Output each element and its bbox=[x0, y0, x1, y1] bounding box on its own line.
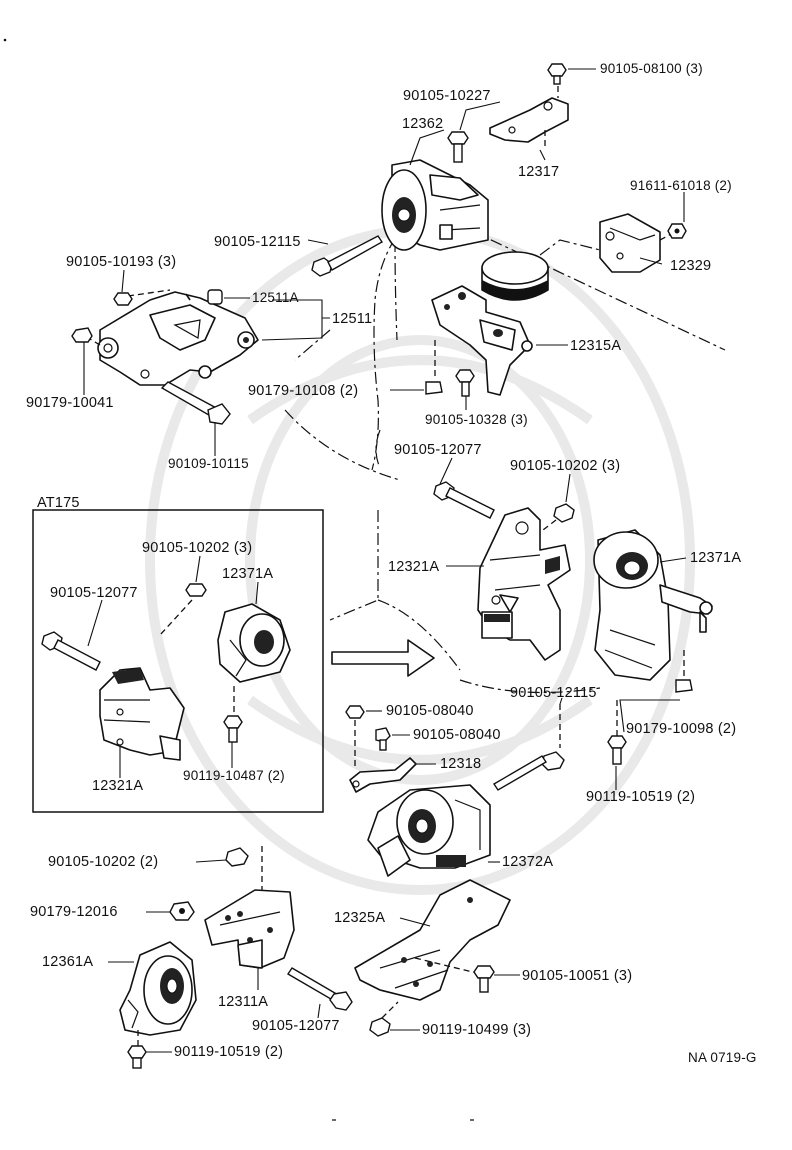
scan-dot bbox=[3, 38, 7, 42]
bolt-90105-10328 bbox=[455, 369, 475, 397]
label-90105-08040-a: 90105-08040 bbox=[386, 703, 474, 719]
nut-91611-61018 bbox=[667, 223, 687, 239]
label-90119-10499: 90119-10499 (3) bbox=[422, 1022, 531, 1038]
bolt-90119-10487 bbox=[223, 715, 243, 743]
label-90105-12077-mid: 90105-12077 bbox=[394, 442, 482, 458]
label-90179-10041: 90179-10041 bbox=[26, 395, 114, 411]
bracket-12511 bbox=[79, 289, 259, 386]
bolt-90105-08040-b bbox=[375, 727, 391, 751]
bolt-90105-10202-inset bbox=[159, 583, 207, 636]
label-12311A: 12311A bbox=[218, 994, 268, 1010]
mount-12361A bbox=[119, 941, 197, 1046]
label-90105-10202-low: 90105-10202 (2) bbox=[48, 854, 158, 870]
nut-90179-10108 bbox=[425, 381, 443, 395]
bolt-90105-12115-mid bbox=[493, 704, 565, 791]
nut-90179-10041 bbox=[71, 327, 93, 343]
label-12371A-inset: 12371A bbox=[222, 566, 273, 582]
bolt-90105-12077-mid bbox=[433, 481, 495, 519]
label-90105-10202-inset: 90105-10202 (3) bbox=[142, 540, 252, 556]
bracket-12315A bbox=[431, 285, 533, 396]
bracket-12317 bbox=[489, 76, 569, 150]
engine-boss bbox=[481, 251, 549, 301]
label-90109-10115: 90109-10115 bbox=[168, 456, 249, 471]
label-90119-10519-right: 90119-10519 (2) bbox=[586, 789, 695, 805]
bolt-90105-08040-a bbox=[345, 705, 365, 768]
label-91611-61018: 91611-61018 (2) bbox=[630, 178, 732, 193]
label-90179-10108: 90179-10108 (2) bbox=[248, 383, 358, 399]
label-90105-12077-inset: 90105-12077 bbox=[50, 585, 138, 601]
label-12318: 12318 bbox=[440, 756, 481, 772]
nut-90179-12016 bbox=[169, 901, 195, 921]
bolt-90105-10202-mid bbox=[529, 503, 575, 541]
label-12315A: 12315A bbox=[570, 338, 621, 354]
label-90105-10202-mid: 90105-10202 (3) bbox=[510, 458, 620, 474]
label-12317: 12317 bbox=[518, 164, 559, 180]
label-12325A: 12325A bbox=[334, 910, 385, 926]
mount-12371A-inset bbox=[217, 603, 291, 714]
leader-lines bbox=[83, 68, 687, 1053]
bolt-90105-12077-low bbox=[287, 967, 353, 1011]
engine-outline bbox=[284, 219, 726, 694]
label-90105-10227: 90105-10227 bbox=[403, 88, 491, 104]
label-12371A-mid: 12371A bbox=[690, 550, 741, 566]
bracket-12329 bbox=[599, 213, 676, 273]
mount-12362 bbox=[381, 159, 489, 251]
bolt-90105-08100 bbox=[547, 63, 567, 85]
label-90105-12115-top: 90105-12115 bbox=[214, 234, 301, 250]
bracket-12321A-inset bbox=[99, 667, 185, 761]
bracket-12321A-mid bbox=[477, 507, 571, 661]
diagram-code: NA 0719-G bbox=[688, 1050, 757, 1065]
label-90119-10487: 90119-10487 (2) bbox=[183, 768, 285, 783]
nut-90179-10098 bbox=[675, 679, 693, 693]
label-12321A-mid: 12321A bbox=[388, 559, 439, 575]
bolt-90119-10499 bbox=[369, 1001, 399, 1037]
label-12321A-inset: 12321A bbox=[92, 778, 143, 794]
bolt-90105-10051 bbox=[473, 965, 495, 993]
inset-title: AT175 bbox=[37, 495, 80, 511]
label-90105-08040-b: 90105-08040 bbox=[413, 727, 501, 743]
bracket-12311A bbox=[204, 889, 295, 969]
label-90105-10193: 90105-10193 (3) bbox=[66, 254, 176, 270]
labels: 90105-08100 (3) 90105-10227 12362 12317 … bbox=[26, 61, 757, 1065]
bolt-90119-10519-right bbox=[607, 700, 627, 765]
bolt-90105-10227 bbox=[447, 131, 469, 163]
label-12329: 12329 bbox=[670, 258, 711, 274]
mount-12371A-mid bbox=[593, 529, 713, 681]
bolt-90105-12115-top bbox=[311, 235, 384, 277]
bolt-90105-10193 bbox=[113, 292, 191, 306]
label-90119-10519-low: 90119-10519 (2) bbox=[174, 1044, 283, 1060]
label-12362: 12362 bbox=[402, 116, 443, 132]
label-90105-10328: 90105-10328 (3) bbox=[425, 412, 528, 427]
label-12361A: 12361A bbox=[42, 954, 93, 970]
bolt-90105-12077-inset bbox=[41, 631, 101, 671]
label-90105-12115-mid: 90105-12115 bbox=[510, 685, 597, 701]
bushing-12511A bbox=[207, 289, 223, 305]
label-90105-12077-low: 90105-12077 bbox=[252, 1018, 340, 1034]
label-90179-10098: 90179-10098 (2) bbox=[626, 721, 736, 737]
label-90105-08100: 90105-08100 (3) bbox=[600, 61, 703, 76]
mount-12372A bbox=[367, 784, 491, 877]
label-12511A: 12511A bbox=[252, 290, 299, 305]
bolt-90105-10202-low bbox=[225, 846, 263, 890]
bolt-90109-10115 bbox=[160, 381, 231, 425]
inset-at175 bbox=[32, 509, 435, 813]
label-90179-12016: 90179-12016 bbox=[30, 904, 118, 920]
label-12372A: 12372A bbox=[502, 854, 553, 870]
label-90105-10051: 90105-10051 (3) bbox=[522, 968, 632, 984]
label-12511: 12511 bbox=[332, 311, 372, 327]
bolt-90119-10519-low bbox=[127, 1045, 147, 1069]
